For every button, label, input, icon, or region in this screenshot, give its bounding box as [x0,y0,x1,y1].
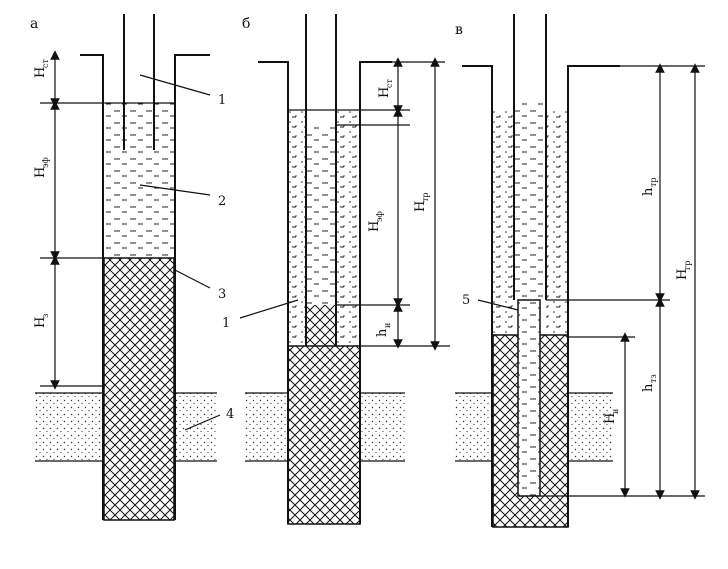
label-h-gr-v-sub: гр [683,261,692,270]
callout-2-a: 2 [218,194,226,209]
label-h-gr-v: H [675,269,690,280]
panel-v-letter: в [455,22,463,38]
label-h-z-a-sub: з [41,314,50,318]
screen-pipe-fill-v [518,300,540,496]
label-h-i-b-sub: и [383,323,392,328]
soil-layer-left-v [455,393,492,461]
label-h-st-b-sub: ст [385,79,394,88]
label-h-st-a: H [33,67,48,78]
label-h-ts-v: h [641,383,656,392]
casing-left-wall [80,54,104,520]
sand-filter-left [288,108,306,346]
label-h-ef-a-sub: эф [41,157,50,168]
panel-b: б H ст H эф H [222,14,450,525]
label-h-ef-a: H [33,167,48,178]
panel-a-letter: а [30,16,38,32]
label-h-ef-b-sub: эф [375,211,384,222]
label-h-tr-v: h [641,187,656,196]
soil-layer-left-b [245,393,288,461]
soil-layer-left [35,393,103,461]
sand-filter-right-v [546,110,568,335]
panel-b-letter: б [242,16,250,32]
label-h-tr-v-sub: тр [649,177,658,187]
sand-filter-right [336,108,360,346]
soil-layer-right [175,393,217,461]
label-h-tr-b-sub: тр [421,192,430,202]
callout-1-b: 1 [222,316,230,331]
callout-3-a: 3 [218,287,226,302]
label-h-i-b: h [375,328,390,337]
callout-4-a: 4 [226,407,234,422]
callout-5-v: 5 [462,293,470,308]
inner-water-v [514,100,546,300]
label-h-z-a: H [33,317,48,328]
gravel-filter [103,257,175,521]
callout-1-a: 1 [218,93,226,108]
label-h-tr-b: H [413,201,428,212]
inner-plug-b [306,305,336,346]
water-column [104,103,174,258]
casing-right-wall [174,54,210,520]
label-h-ef-b: H [367,221,382,232]
inner-water-b [306,125,336,305]
soil-layer-right-v [568,393,613,461]
panel-v: в h тр H гр h [455,14,705,528]
soil-layer-right-b [360,393,405,461]
label-h-i-v: H [603,413,618,424]
gravel-bottom-b [287,345,361,525]
label-h-ts-v-sub: тз [649,374,658,383]
panel-a: а H ст H эф H [30,14,234,521]
label-h-st-a-sub: ст [41,59,50,68]
label-h-st-b: H [377,87,392,98]
label-h-i-v-sub: и [611,409,620,414]
sand-filter-left-v [493,110,514,335]
